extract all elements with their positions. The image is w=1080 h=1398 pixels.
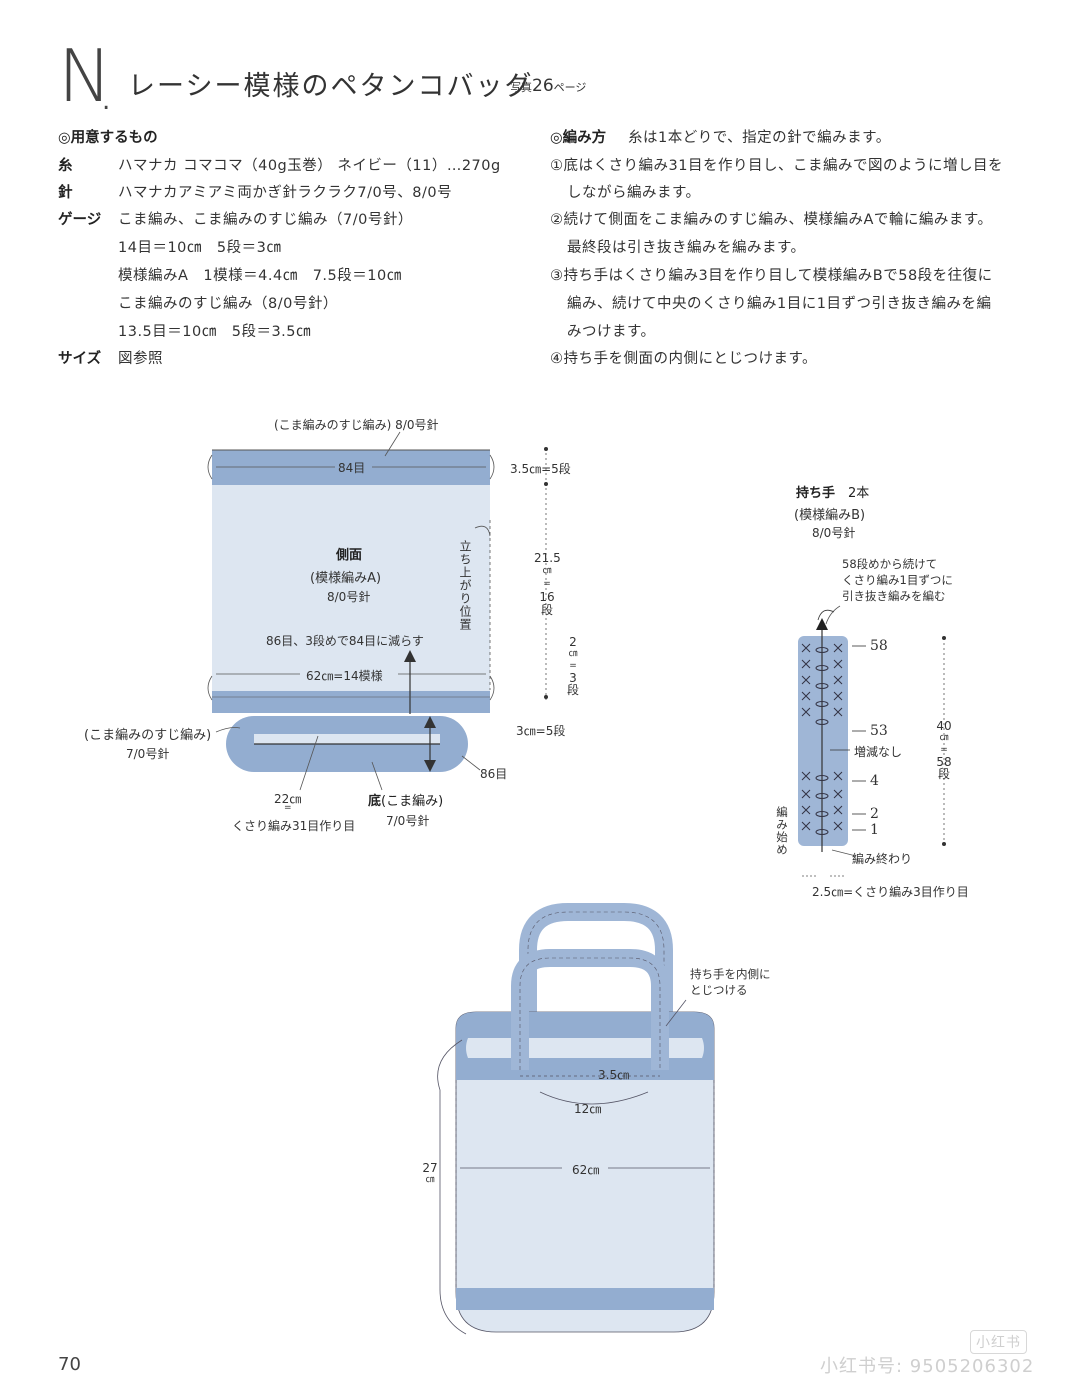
- chain-eq: =: [284, 803, 292, 813]
- bag-height-label: 27 ㎝: [422, 1161, 438, 1185]
- handle-note: 58段めから続けて くさり編み1目ずつに 引き抜き編みを編む: [842, 557, 953, 603]
- method-step-2a: ②続けて側面をこま編みのすじ編み、模様編みAで輪に編みます。: [550, 212, 993, 228]
- material-text-size: 図参照: [118, 351, 163, 367]
- handle-end-label: 編み終わり: [852, 852, 913, 866]
- handle-start-label: 編み始め: [775, 806, 789, 856]
- watermark-badge: 小红书: [970, 1330, 1027, 1354]
- pattern-letter-dot: .: [102, 86, 111, 116]
- pattern-letter: N: [58, 34, 112, 118]
- method-intro: 糸は1本どりで、指定の針で編みます。: [628, 130, 891, 146]
- material-text-gauge-1: こま編み、こま編みのすじ編み（7/0号針）: [118, 212, 413, 228]
- attach-note: 持ち手を内側に とじつける: [690, 967, 771, 997]
- method-step-2b: 最終段は引き抜き編みを編みます。: [567, 240, 806, 256]
- width-label: 62㎝=14模様: [306, 669, 383, 683]
- handle-chart-diagram: [798, 605, 946, 877]
- material-text-gauge-4: こま編みのすじ編み（8/0号針）: [118, 296, 338, 312]
- method-step-1a: ①底はくさり編み31目を作り目し、こま編みで図のように増し目を: [550, 158, 1003, 174]
- bag-width-label: 62㎝: [572, 1163, 600, 1177]
- handle-gap-label: 3.5㎝: [598, 1068, 630, 1082]
- rise-position-label: 立ち上がり位置: [458, 540, 472, 631]
- handle-needle: 8/0号針: [812, 526, 856, 540]
- watermark-id: 小红书号: 9505206302: [820, 1356, 1035, 1377]
- material-text-gauge-2: 14目＝10㎝ 5段＝3㎝: [118, 240, 282, 256]
- method-heading: ◎編み方: [550, 130, 607, 146]
- method-step-3b: 編み、続けて中央のくさり編み1目に1目ずつ引き抜き編みを編: [567, 296, 992, 312]
- page-number: 70: [58, 1354, 81, 1375]
- no-change-label: 増減なし: [854, 745, 903, 759]
- bottom-band-needle: 7/0号針: [126, 747, 170, 761]
- top-band-label: (こま編みのすじ編み) 8/0号針: [274, 418, 439, 432]
- chain-label: くさり編み31目作り目: [232, 819, 356, 833]
- side-needle: 8/0号針: [327, 590, 371, 604]
- bottom-height: 3㎝=5段: [516, 724, 566, 738]
- finished-bag-diagram: [437, 903, 715, 1335]
- lower-band-height: 2 ㎝ = 3 段: [566, 635, 579, 697]
- method-step-3c: みつけます。: [567, 324, 656, 340]
- material-label-yarn: 糸: [58, 158, 73, 174]
- handle-pattern: (模様編みB): [794, 508, 866, 523]
- row-1: 1: [870, 822, 879, 838]
- material-text-needle: ハマナカアミアミ両かぎ針ラクラク7/0号、8/0号: [118, 185, 453, 201]
- handle-span-label: 12㎝: [574, 1102, 602, 1116]
- material-label-needle: 針: [58, 185, 73, 201]
- side-pattern: (模様編みA): [310, 571, 382, 586]
- bottom-band-label: (こま編みのすじ編み): [84, 728, 212, 743]
- method-step-1b: しながら編みます。: [567, 185, 701, 201]
- base-needle: 7/0号針: [386, 814, 430, 828]
- material-label-gauge: ゲージ: [58, 212, 102, 228]
- side-title: 側面: [336, 548, 363, 563]
- row-53: 53: [870, 723, 888, 739]
- row-4: 4: [870, 773, 879, 789]
- material-label-size: サイズ: [58, 351, 102, 367]
- material-text-yarn: ハマナカ コマコマ（40g玉巻） ネイビー（11）…270g: [118, 158, 501, 174]
- handle-strip: [798, 636, 848, 846]
- handle-height: 40 ㎝ = 58 段: [936, 719, 952, 781]
- page-title: レーシー模様のペタンコバッグ: [128, 71, 534, 102]
- top-band: [212, 450, 490, 485]
- materials-heading: ◎用意するもの: [58, 130, 158, 146]
- handle-width: 2.5㎝=くさり編み3目作り目: [812, 885, 969, 899]
- handle-title: 持ち手 2本: [796, 486, 870, 501]
- photo-reference: 写真26ページ: [510, 76, 587, 96]
- method-step-4: ④持ち手を側面の内側にとじつけます。: [550, 351, 818, 367]
- chain-length: 22㎝: [274, 792, 302, 806]
- method-step-3a: ③持ち手はくさり編み3目を作り目して模様編みBで58段を往復に: [550, 268, 993, 284]
- top-band-height: 3.5㎝=5段: [510, 462, 571, 476]
- bag-body-diagram: [207, 431, 548, 791]
- row-2: 2: [870, 806, 879, 822]
- side-height: 21.5 ㎝ = 16 段: [534, 551, 561, 617]
- decrease-note: 86目、3段めで84目に減らす: [266, 634, 424, 648]
- material-text-gauge-5: 13.5目＝10㎝ 5段＝3.5㎝: [118, 324, 312, 340]
- top-band-count: 84目: [338, 461, 366, 475]
- row-58: 58: [870, 638, 888, 654]
- lower-band: [212, 691, 490, 713]
- material-text-gauge-3: 模様編みA 1模様＝4.4㎝ 7.5段＝10㎝: [118, 268, 402, 284]
- base-title: 底(こま編み): [368, 794, 444, 809]
- bottom-count: 86目: [480, 767, 508, 781]
- side-body: [212, 485, 490, 691]
